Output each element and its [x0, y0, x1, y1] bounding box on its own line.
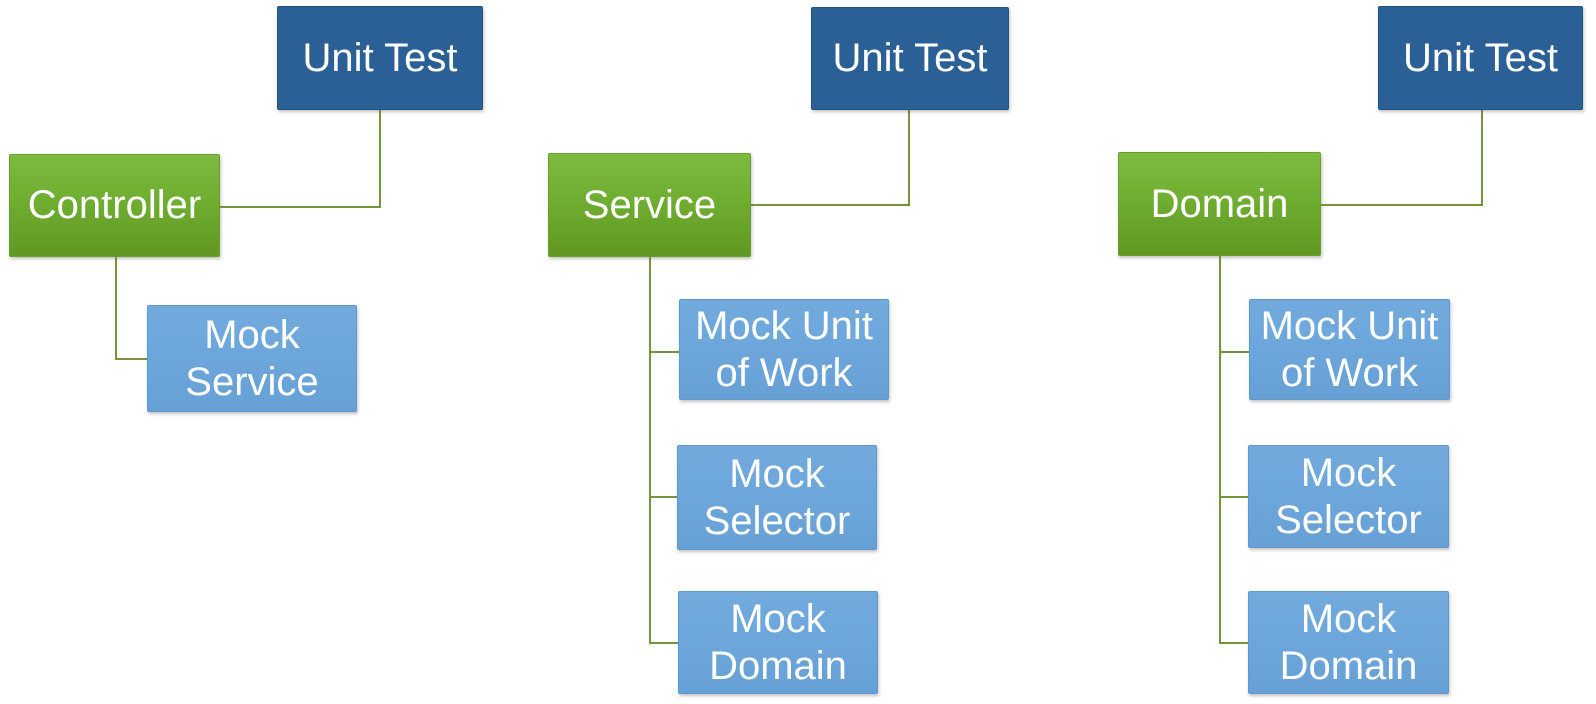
subject-node-domain: Domain — [1118, 152, 1321, 256]
subject-node-controller: Controller — [9, 154, 220, 257]
connector-service-to-mock-unit-of-work — [649, 351, 680, 353]
unit-test-label: Unit Test — [302, 35, 458, 80]
connector-service-to-mock-selector — [649, 496, 678, 498]
mock-label: Mock Selector — [703, 451, 851, 543]
connector-controller-trunk — [115, 257, 117, 360]
connector-test-to-service-vertical — [908, 110, 910, 206]
mock-node-mock-selector-service: Mock Selector — [677, 445, 877, 550]
unit-test-node-service: Unit Test — [811, 7, 1009, 110]
unit-test-node-domain: Unit Test — [1378, 6, 1583, 110]
mock-label: Mock Domain — [709, 596, 847, 688]
connector-test-to-domain-horizontal — [1321, 204, 1483, 206]
connector-domain-to-mock-unit-of-work — [1219, 351, 1249, 353]
connector-test-to-domain-vertical — [1481, 110, 1483, 206]
connector-service-to-mock-domain — [649, 642, 679, 644]
mock-label: Mock Service — [185, 312, 319, 404]
mock-label: Mock Selector — [1275, 450, 1422, 542]
connector-domain-to-mock-domain — [1219, 642, 1248, 644]
unit-test-label: Unit Test — [832, 36, 988, 80]
connector-domain-to-mock-selector — [1219, 496, 1248, 498]
unit-test-node-controller: Unit Test — [277, 6, 483, 110]
mock-label: Mock Domain — [1279, 596, 1418, 688]
mock-node-mock-selector-domain: Mock Selector — [1248, 445, 1449, 548]
connector-controller-to-mock-service — [115, 358, 148, 360]
mock-node-mock-unit-of-work-domain: Mock Unit of Work — [1249, 299, 1450, 400]
subject-node-service: Service — [548, 153, 751, 257]
subject-label: Controller — [27, 183, 202, 227]
mock-node-mock-service: Mock Service — [147, 305, 357, 412]
unit-test-label: Unit Test — [1403, 35, 1558, 80]
subject-label: Domain — [1150, 181, 1289, 226]
mock-node-mock-unit-of-work-service: Mock Unit of Work — [679, 299, 889, 400]
connector-test-to-controller-horizontal — [220, 206, 381, 208]
connector-domain-trunk — [1219, 256, 1221, 644]
subject-label: Service — [582, 182, 717, 227]
mock-node-mock-domain-domain: Mock Domain — [1248, 591, 1449, 694]
connector-test-to-service-horizontal — [751, 204, 910, 206]
mock-label: Mock Unit of Work — [695, 303, 873, 395]
mock-label: Mock Unit of Work — [1260, 303, 1439, 395]
mock-node-mock-domain-service: Mock Domain — [678, 591, 878, 694]
connector-service-trunk — [649, 257, 651, 644]
connector-test-to-controller-vertical — [379, 110, 381, 208]
